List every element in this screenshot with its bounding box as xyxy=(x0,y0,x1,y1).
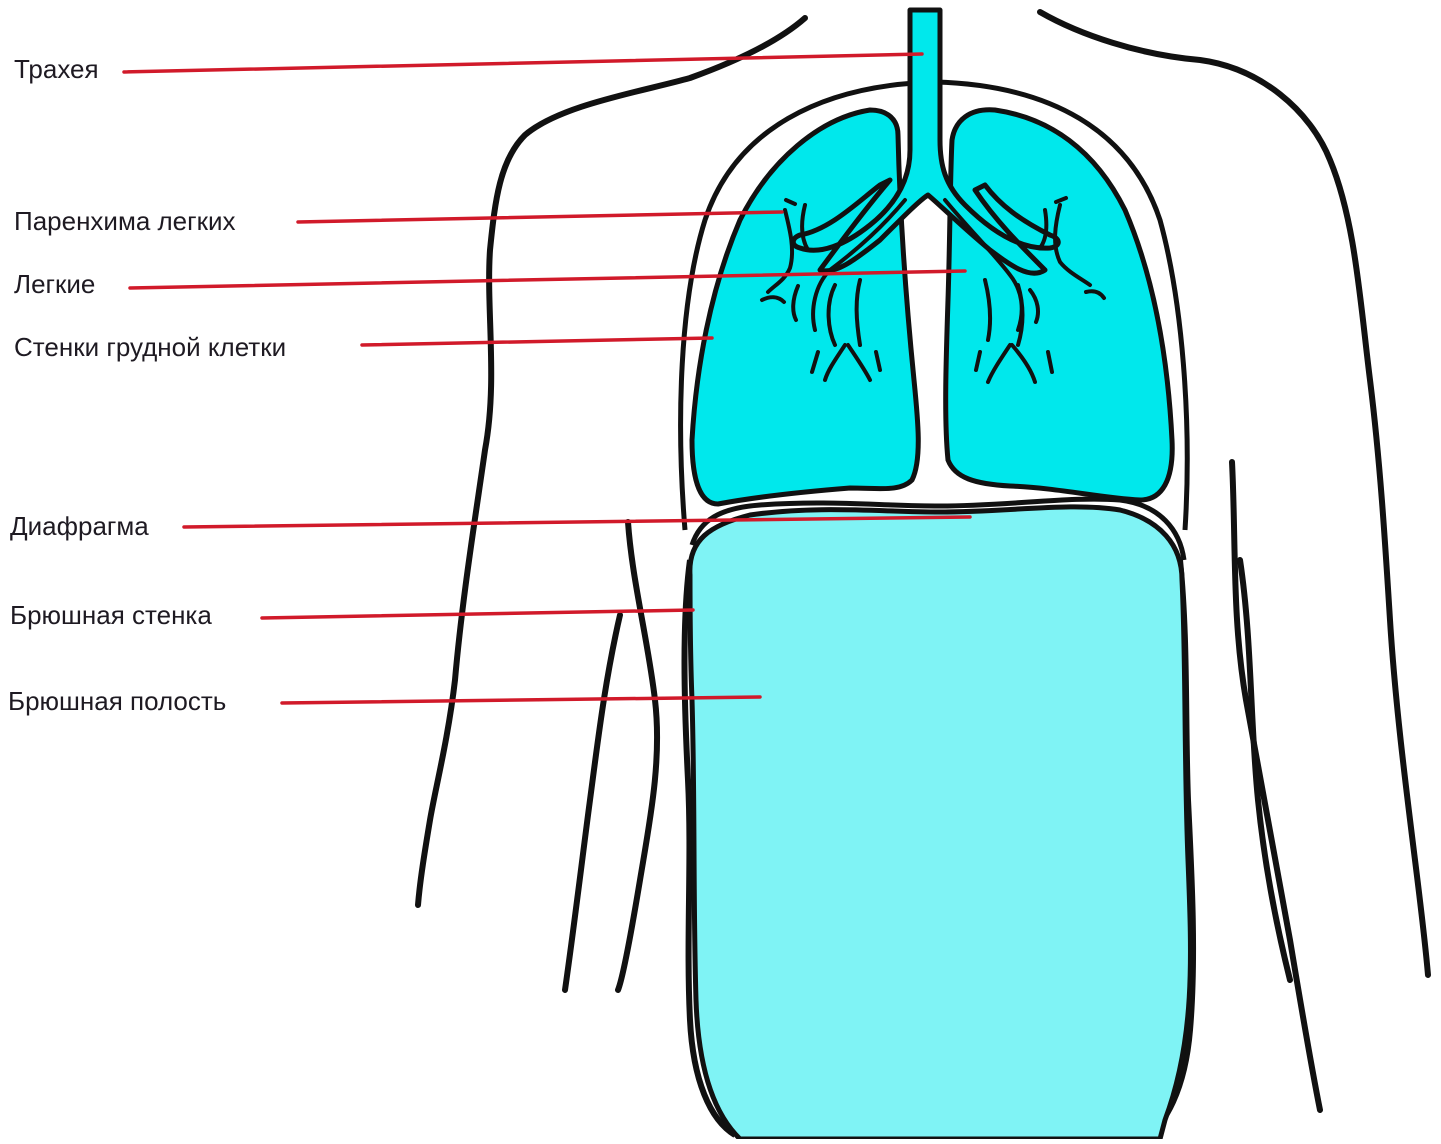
leader-line-abdominal-wall xyxy=(262,610,693,618)
right-inner-arm-outline xyxy=(1232,462,1320,1110)
left-inner-arm-outline xyxy=(618,522,657,990)
left-forearm-outline xyxy=(565,615,620,990)
leader-line-abdominal-cavity xyxy=(282,697,760,703)
label-chest-wall: Стенки грудной клетки xyxy=(14,332,286,362)
abdominal-cavity xyxy=(690,507,1191,1139)
label-abdominal-wall: Брюшная стенка xyxy=(10,600,212,630)
right-lung xyxy=(946,110,1173,500)
label-trachea: Трахея xyxy=(14,54,99,84)
label-lungs: Легкие xyxy=(14,269,95,299)
labels: Трахея Паренхима легких Легкие Стенки гр… xyxy=(8,54,286,716)
label-abdominal-cavity: Брюшная полость xyxy=(8,686,226,716)
left-lung xyxy=(692,110,918,504)
leader-line-chest-wall xyxy=(362,338,712,345)
label-diaphragm: Диафрагма xyxy=(10,511,149,541)
right-forearm-outline xyxy=(1240,560,1290,980)
label-lung-parenchyma: Паренхима легких xyxy=(14,206,236,236)
leader-line-trachea xyxy=(124,54,922,72)
leader-line-lung-parenchyma xyxy=(298,212,782,222)
